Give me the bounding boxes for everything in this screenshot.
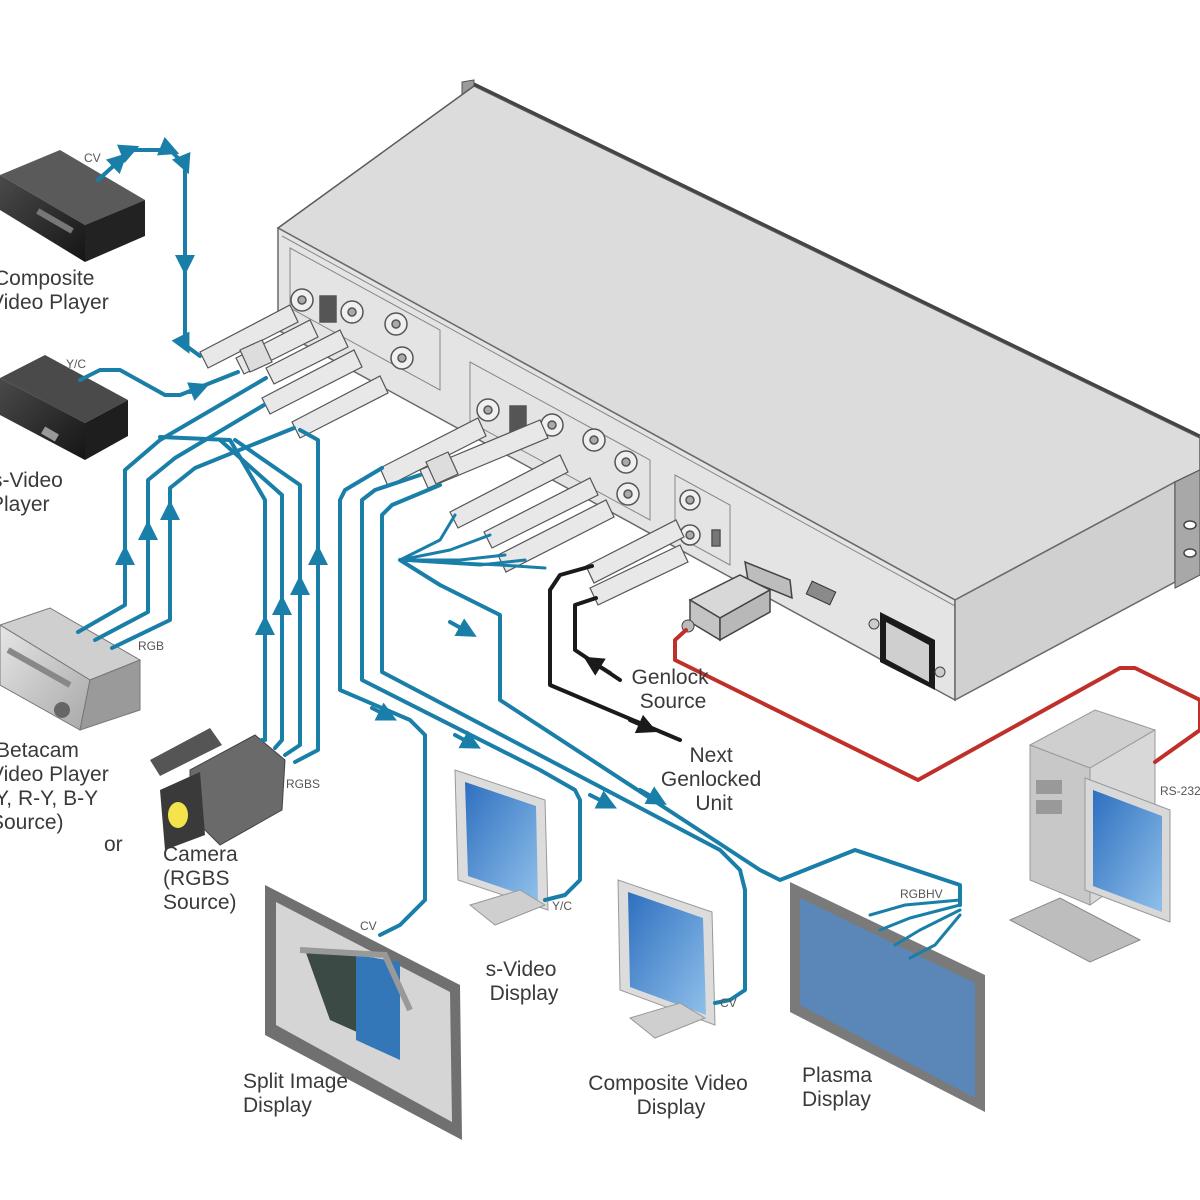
betacam-video-player-device (0, 607, 142, 731)
cable-rgb-input-1 (76, 376, 268, 634)
bnc-connector-group-2 (476, 398, 640, 506)
dip-switch (805, 580, 837, 606)
label-plasma-display: Plasma Display (802, 1064, 878, 1111)
label-next-genlocked-unit: Next Genlocked Unit (661, 744, 767, 815)
cable-rgbhv-output (398, 558, 962, 907)
label-or: or (104, 833, 123, 856)
label-camera: Camera (RGBS Source) (163, 843, 244, 914)
s-video-player-device (0, 355, 128, 460)
tag-rgb-input: RGB (138, 639, 164, 653)
label-s-video-display: s-Video Display (486, 958, 563, 1005)
camera-device (150, 728, 286, 850)
tag-cv-output-composite: CV (720, 996, 737, 1010)
cable-rgbs-input-1 (158, 435, 267, 742)
label-genlock-source: Genlock Source (632, 666, 715, 713)
video-cables (76, 136, 962, 1005)
composite-video-display-device (617, 879, 716, 1039)
cable-rgbs-input-3 (233, 438, 302, 757)
label-composite-video-display: Composite Video Display (588, 1072, 753, 1119)
label-split-image-display: Split Image Display (243, 1070, 354, 1117)
cable-cv-output-composite (380, 483, 747, 1005)
cable-rs232 (673, 628, 1200, 782)
tag-yc-input: Y/C (66, 357, 86, 371)
cable-rgbs-input-4 (293, 428, 320, 764)
split-image-display-device (265, 885, 462, 1140)
cable-cv-input (96, 136, 202, 358)
composite-video-player-device (0, 150, 145, 262)
plasma-display-device (790, 882, 985, 1112)
s-video-display-device (454, 769, 549, 926)
rack-unit-device (276, 79, 1200, 702)
labels: CV Y/C RGB RGBS CV Y/C CV RGBHV RS-232 C… (0, 151, 1200, 1119)
label-composite-video-player: Composite Video Player (0, 267, 109, 314)
bnc-connector-group-1 (290, 288, 414, 370)
rs232-port (744, 560, 793, 600)
tag-cv-output-split: CV (360, 919, 377, 933)
tag-rgbhv-output: RGBHV (900, 887, 943, 901)
bnc-plugs (199, 304, 689, 606)
tag-rs232: RS-232 (1160, 784, 1200, 798)
tag-yc-output: Y/C (552, 899, 572, 913)
pc-device (1008, 709, 1171, 963)
label-betacam-video-player: Betacam Video Player (Y, R-Y, B-Y Source… (0, 739, 115, 834)
cable-cv-output-split (338, 466, 427, 937)
label-s-video-player: s-Video Player (0, 469, 69, 516)
cable-genlock-next (548, 564, 682, 742)
power-inlet (868, 612, 946, 690)
cable-rgbs-input-2 (218, 438, 284, 750)
genlock-cables (548, 564, 682, 742)
genlock-bnc-connectors (679, 489, 721, 547)
tag-rgbs-input: RGBS (286, 777, 320, 791)
cable-yc-output (360, 473, 582, 902)
rs232-plug (681, 574, 772, 642)
cable-rgb-input-3 (110, 426, 296, 650)
tag-cv-input: CV (84, 151, 101, 165)
